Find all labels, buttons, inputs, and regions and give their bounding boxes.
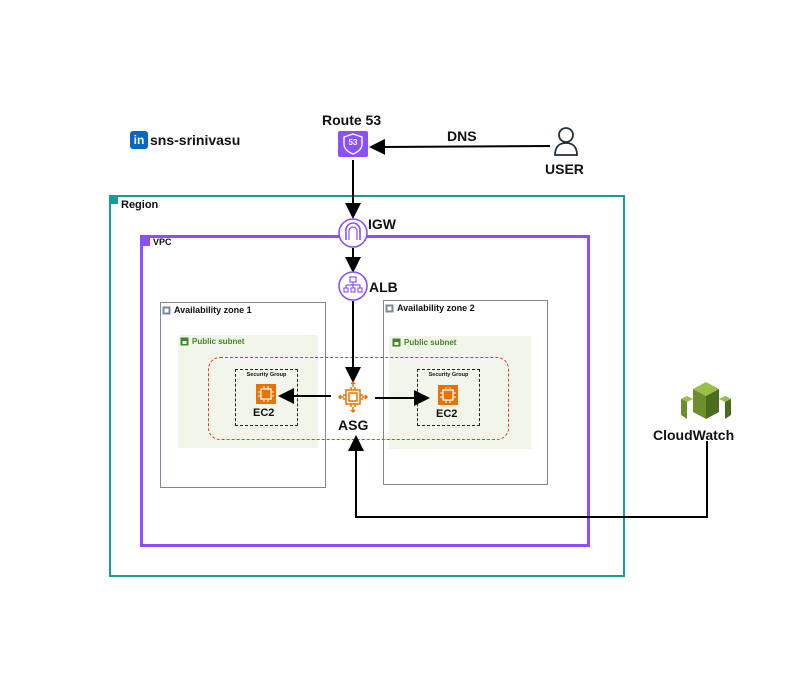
az1-label: Availability zone 1	[174, 305, 252, 315]
public-subnet-1	[178, 335, 318, 448]
subnet-lock-icon	[180, 337, 189, 346]
az-icon	[385, 304, 394, 312]
user-label: USER	[545, 161, 584, 177]
ec2-icon	[256, 384, 276, 404]
igw-label: IGW	[368, 216, 396, 232]
vpc-label: VPC	[153, 237, 172, 247]
route53-badge: 53	[348, 138, 358, 147]
az-icon	[162, 306, 171, 314]
az1-label-wrap: Availability zone 1	[162, 305, 252, 315]
user-to-route53-arrow	[369, 138, 551, 155]
vpc-label-wrap: VPC	[142, 237, 172, 247]
sg1-label: Security Group	[246, 372, 287, 378]
dns-label: DNS	[447, 128, 477, 144]
cloudwatch-icon	[681, 382, 731, 419]
user-icon	[552, 126, 580, 156]
ec2-1-label: EC2	[253, 407, 275, 419]
region-group	[109, 195, 625, 577]
brand-name: sns-srinivasu	[150, 132, 241, 148]
region-label-wrap: Region	[110, 196, 158, 211]
linkedin-icon: in	[130, 131, 148, 149]
subnet2-label: Public subnet	[404, 338, 457, 347]
az2-label-wrap: Availability zone 2	[385, 303, 475, 313]
brand-logo: in sns-srinivasu	[130, 131, 240, 149]
subnet1-label: Public subnet	[192, 337, 245, 346]
sg2-label: Security Group	[428, 372, 469, 378]
az2-label: Availability zone 2	[397, 303, 475, 313]
region-label: Region	[121, 199, 159, 211]
route53-label: Route 53	[322, 112, 382, 128]
route53-icon: 53	[338, 131, 368, 157]
ec2-icon	[438, 385, 458, 405]
asg-label: ASG	[338, 417, 369, 433]
subnet1-label-wrap: Public subnet	[180, 337, 244, 346]
subnet2-label-wrap: Public subnet	[392, 338, 456, 347]
ec2-2-label: EC2	[436, 408, 458, 420]
cloudwatch-label: CloudWatch	[653, 427, 735, 443]
region-flag-icon	[110, 196, 118, 204]
vpc-icon	[142, 238, 150, 246]
security-group-1	[235, 369, 298, 426]
alb-label: ALB	[369, 279, 398, 295]
subnet-lock-icon	[392, 338, 401, 347]
